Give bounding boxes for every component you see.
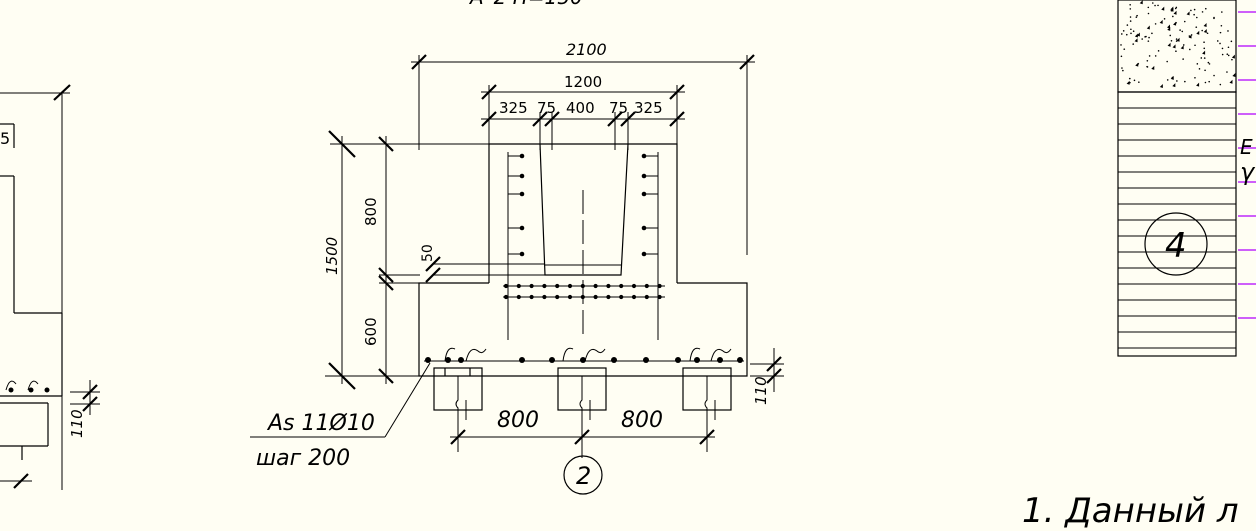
rebar-dot [567,283,573,289]
dimension-column-width: 1200 [481,73,685,144]
rebar-dot [619,294,624,300]
rebar-dot [503,283,509,289]
left-partial-drawing: 5 110 [0,84,100,490]
rebar-dot [519,173,525,179]
column-width-label: 1200 [564,73,602,91]
lower-height-label: 600 [362,317,380,346]
rebar-dot [694,357,700,363]
segment-4-label: 75 [609,99,628,117]
rebar-dot [641,153,647,159]
rebar-dot [644,283,649,289]
rebar-dot [580,294,585,300]
rebar-dot [445,357,451,363]
slab-rebar-row [503,283,665,300]
rebar-dot [555,283,560,289]
rebar-dot [619,283,624,289]
pile-callout-number: 2 [576,462,591,490]
rebar-dot [519,153,525,159]
right-edge-letter-a: E [1240,135,1253,159]
rebar-dot [657,283,662,289]
pile-spacing-1-label: 800 [497,408,539,433]
dimension-pad-right: 110 [750,348,784,405]
anchor-hooks [444,347,732,362]
rebar-dot [717,357,723,363]
accent-ticks [1238,11,1256,319]
rebar-dot [580,283,585,289]
rebar-dot [529,283,534,289]
right-edge-letter-b: γ [1240,158,1256,186]
dimension-total-height: 1500 [323,130,489,390]
total-height-label: 1500 [323,237,341,275]
foundation-outline: 50 [418,143,748,377]
bottom-rebar-row [424,357,744,363]
rebar-dot [542,283,547,289]
dimension-pile-spacing: 800 800 [450,408,715,458]
rebar-dot [641,225,647,231]
reinforcement-area-label: As 11Ø10 [266,411,375,436]
rebar-dot [641,173,647,179]
rebar-dot [458,357,464,363]
column-rebars [508,153,658,257]
rebar-dot [644,294,649,300]
upper-height-label: 800 [362,197,380,226]
rebar-dot [606,294,611,300]
segment-1-label: 325 [499,99,528,117]
rebar-dot [631,283,637,289]
dimension-total-width: 2100 [411,40,755,255]
soil-layer-callout-number: 4 [1165,226,1187,266]
rebar-dot [503,294,509,300]
rebar-dot [675,357,681,363]
dimension-heights: 800 600 [362,136,420,384]
reinforcement-leader: As 11Ø10 шаг 200 [250,362,431,471]
segment-2-label: 75 [537,99,556,117]
dimension-segments: 325 75 400 75 325 [481,99,685,150]
rebar-dot [593,294,598,300]
rebar-dot [657,294,662,300]
joint-dimension: 50 [420,244,436,262]
pile-right [682,367,732,422]
rebar-dot [425,357,431,363]
rebar-dot [567,294,573,300]
soil-column: 4 E γ [1117,0,1256,357]
right-pad-dimension: 110 [752,376,770,405]
rebar-dot [516,283,521,289]
rebar-dot [542,294,547,300]
pile-left [433,367,483,422]
sand-layer [1117,0,1237,93]
rebar-dot [580,357,586,363]
note-text: 1. Данный л [1022,491,1239,531]
rebar-dot [641,191,647,197]
segment-5-label: 325 [634,99,663,117]
rebar-dot [519,251,525,257]
rebar-dot [519,357,525,363]
rebar-dot [606,283,611,289]
piles [433,367,732,422]
rebar-dot [549,357,555,363]
rebar-dot [643,357,649,363]
left-pad-dimension: 110 [68,409,86,438]
rebar-dot [611,357,617,363]
rebar-dot [593,283,598,289]
pile-spacing-2-label: 800 [621,408,663,433]
rebar-dot [519,225,525,231]
rebar-dot [737,357,743,363]
rebar-dot [529,294,534,300]
left-fragment-text: 5 [0,129,10,148]
rebar-dot [631,294,637,300]
total-width-label: 2100 [566,40,607,59]
reinforcement-step-label: шаг 200 [256,446,350,471]
segment-3-label: 400 [566,99,595,117]
rebar-dot [519,191,525,197]
rebar-dot [516,294,521,300]
pile-callout: 2 [563,455,603,495]
rebar-dot [641,251,647,257]
pile-center [557,367,607,422]
rebar-dot [555,294,560,300]
top-fragment-text: А–2 Н=150 [468,0,583,9]
